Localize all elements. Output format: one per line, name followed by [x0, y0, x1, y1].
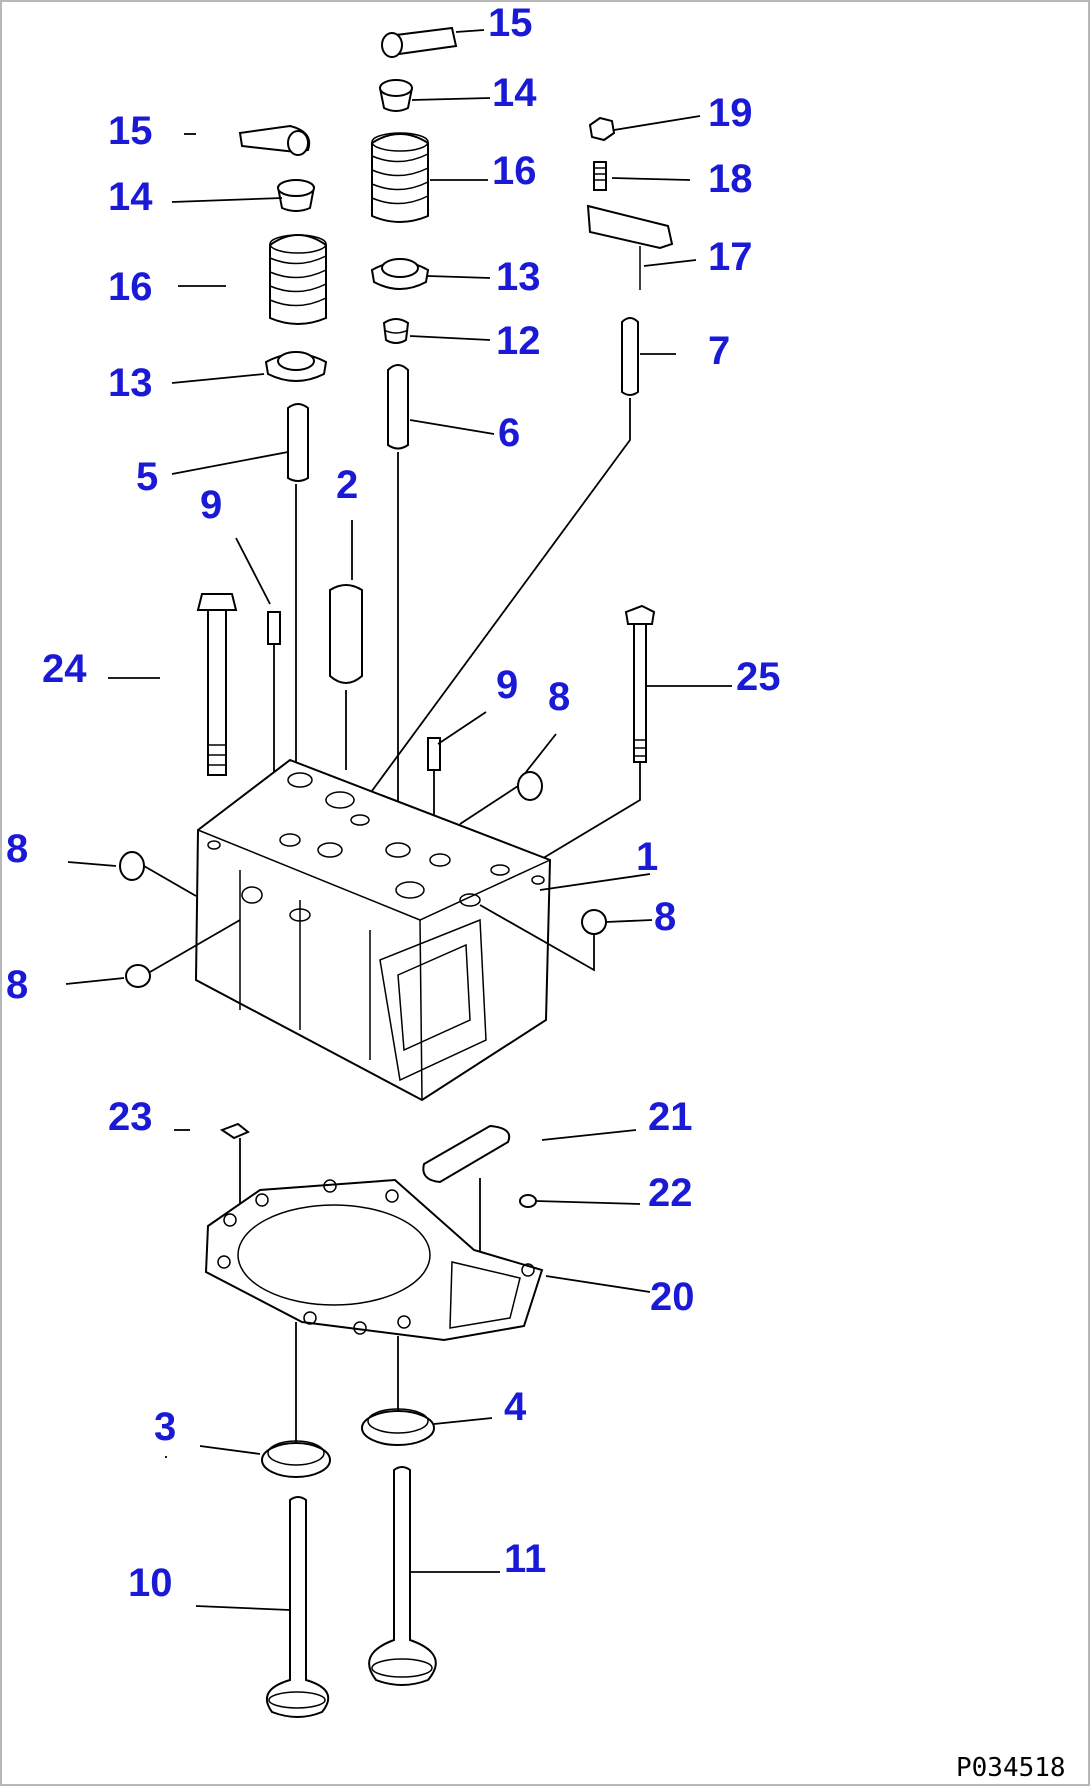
callout-9-left: 9 — [200, 483, 222, 527]
part-10-valve — [266, 1496, 330, 1718]
part-15-left-valve-cotter — [238, 124, 311, 156]
callout-labels: 1 2 3 4 5 6 7 8 8 8 8 9 9 10 11 12 13 13… — [6, 1, 781, 1605]
part-2-nozzle-holder-sleeve — [329, 584, 363, 770]
callout-24: 24 — [42, 647, 87, 691]
callout-2: 2 — [336, 463, 358, 507]
part-8-plug-left-lower — [125, 919, 241, 988]
part-15-mid-valve-cotter — [381, 26, 458, 58]
callout-8-left-lower: 8 — [6, 963, 28, 1007]
part-25-bolt — [539, 604, 656, 861]
callout-8-top: 8 — [548, 675, 570, 719]
callout-11: 11 — [504, 1537, 546, 1581]
callout-21: 21 — [648, 1095, 693, 1139]
callout-13-left: 13 — [108, 361, 153, 405]
part-19-nut — [588, 116, 616, 142]
callout-17: 17 — [708, 235, 753, 279]
callout-1: 1 — [636, 835, 658, 879]
part-7-injector-sleeve — [351, 317, 639, 819]
callout-20: 20 — [650, 1275, 695, 1319]
part-4-valve-seat-insert — [361, 1336, 435, 1446]
callout-13-mid: 13 — [496, 255, 541, 299]
part-16-left-valve-spring — [269, 234, 327, 325]
part-6-mid-valve-guide — [387, 364, 409, 860]
callout-14-mid: 14 — [492, 71, 537, 115]
callout-23: 23 — [108, 1095, 153, 1139]
part-8-plug-left-upper — [119, 851, 197, 897]
drawing-code: P034518 — [956, 1753, 1066, 1783]
callout-8-right: 8 — [654, 895, 676, 939]
callout-19: 19 — [708, 91, 753, 135]
part-14-mid-spring-retainer — [378, 79, 414, 112]
part-12-valve-stem-seal — [382, 318, 410, 344]
part-17-bracket — [586, 204, 674, 290]
callout-4: 4 — [504, 1385, 527, 1429]
callout-16-mid: 16 — [492, 149, 537, 193]
callout-22: 22 — [648, 1171, 693, 1215]
callout-12: 12 — [496, 319, 541, 363]
part-14-left-spring-retainer — [276, 179, 316, 212]
part-13-left-spring-seat — [264, 351, 328, 382]
part-3-valve-seat-insert — [261, 1322, 331, 1478]
callout-18: 18 — [708, 157, 753, 201]
callout-8-left-upper: 8 — [6, 827, 28, 871]
part-1-cylinder-head — [194, 758, 552, 1102]
callout-25: 25 — [736, 655, 781, 699]
part-18-stud — [593, 161, 607, 191]
part-22-washer — [519, 1194, 537, 1208]
callout-5: 5 — [136, 455, 158, 499]
callout-16-left: 16 — [108, 265, 153, 309]
callout-10: 10 — [128, 1561, 173, 1605]
callout-15-left: 15 — [108, 109, 153, 153]
part-13-mid-spring-seat — [370, 258, 430, 290]
callout-7: 7 — [708, 329, 730, 373]
part-11-valve — [368, 1466, 437, 1686]
part-24-head-bolt — [196, 593, 238, 776]
part-20-head-gasket — [204, 1178, 544, 1342]
part-16-mid-valve-spring — [371, 132, 429, 223]
callout-14-left: 14 — [108, 175, 153, 219]
callout-6: 6 — [498, 411, 520, 455]
part-8-plug-right — [479, 904, 607, 972]
callout-9-right: 9 — [496, 663, 518, 707]
callout-15-mid: 15 — [488, 1, 533, 45]
part-8-plug-top — [459, 771, 543, 825]
callout-3: 3 — [154, 1405, 176, 1449]
leader-lines — [65, 29, 732, 1611]
